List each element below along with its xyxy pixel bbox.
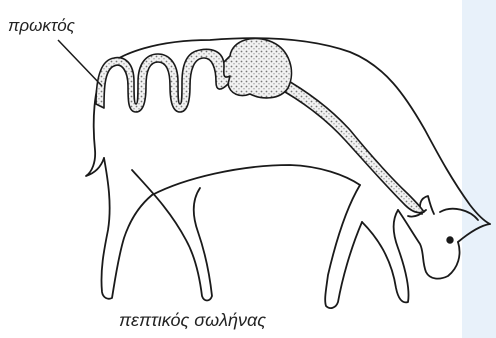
rectum-label: πρωκτός <box>8 16 75 36</box>
esophagus <box>278 76 424 213</box>
caption-digestive-tube: πεπτικός σωλήνας <box>119 310 266 331</box>
intestine <box>96 49 230 112</box>
stomach <box>216 38 291 97</box>
rectum-pointer-line <box>58 40 102 86</box>
digestive-tract <box>96 38 424 212</box>
